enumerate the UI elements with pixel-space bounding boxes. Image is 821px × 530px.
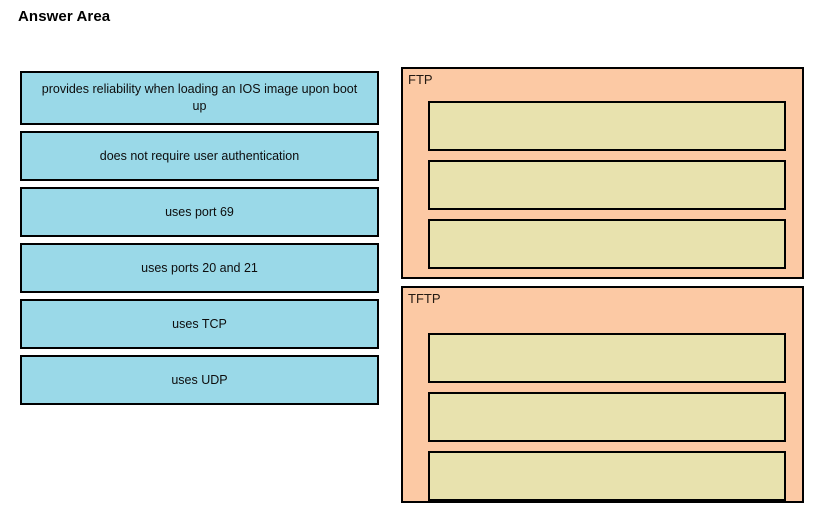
ftp-drop-slot-3[interactable] xyxy=(428,219,786,269)
option-tile-uses-udp[interactable]: uses UDP xyxy=(20,355,379,405)
option-tile-ports-20-21[interactable]: uses ports 20 and 21 xyxy=(20,243,379,293)
option-tile-port-69[interactable]: uses port 69 xyxy=(20,187,379,237)
option-tile-reliability[interactable]: provides reliability when loading an IOS… xyxy=(20,71,379,125)
options-column: provides reliability when loading an IOS… xyxy=(20,71,379,411)
page-title: Answer Area xyxy=(18,8,111,25)
tftp-drop-slot-2[interactable] xyxy=(428,392,786,442)
target-group-tftp[interactable]: TFTP xyxy=(401,286,804,503)
ftp-drop-slot-1[interactable] xyxy=(428,101,786,151)
targets-column: FTP TFTP xyxy=(401,67,804,503)
option-tile-no-authentication[interactable]: does not require user authentication xyxy=(20,131,379,181)
target-group-ftp-label: FTP xyxy=(408,72,433,87)
tftp-drop-slot-3[interactable] xyxy=(428,451,786,501)
target-group-tftp-label: TFTP xyxy=(408,291,441,306)
target-group-ftp[interactable]: FTP xyxy=(401,67,804,279)
option-tile-uses-tcp[interactable]: uses TCP xyxy=(20,299,379,349)
ftp-slot-stack xyxy=(428,101,786,269)
tftp-drop-slot-1[interactable] xyxy=(428,333,786,383)
tftp-slot-stack xyxy=(428,333,786,501)
ftp-drop-slot-2[interactable] xyxy=(428,160,786,210)
